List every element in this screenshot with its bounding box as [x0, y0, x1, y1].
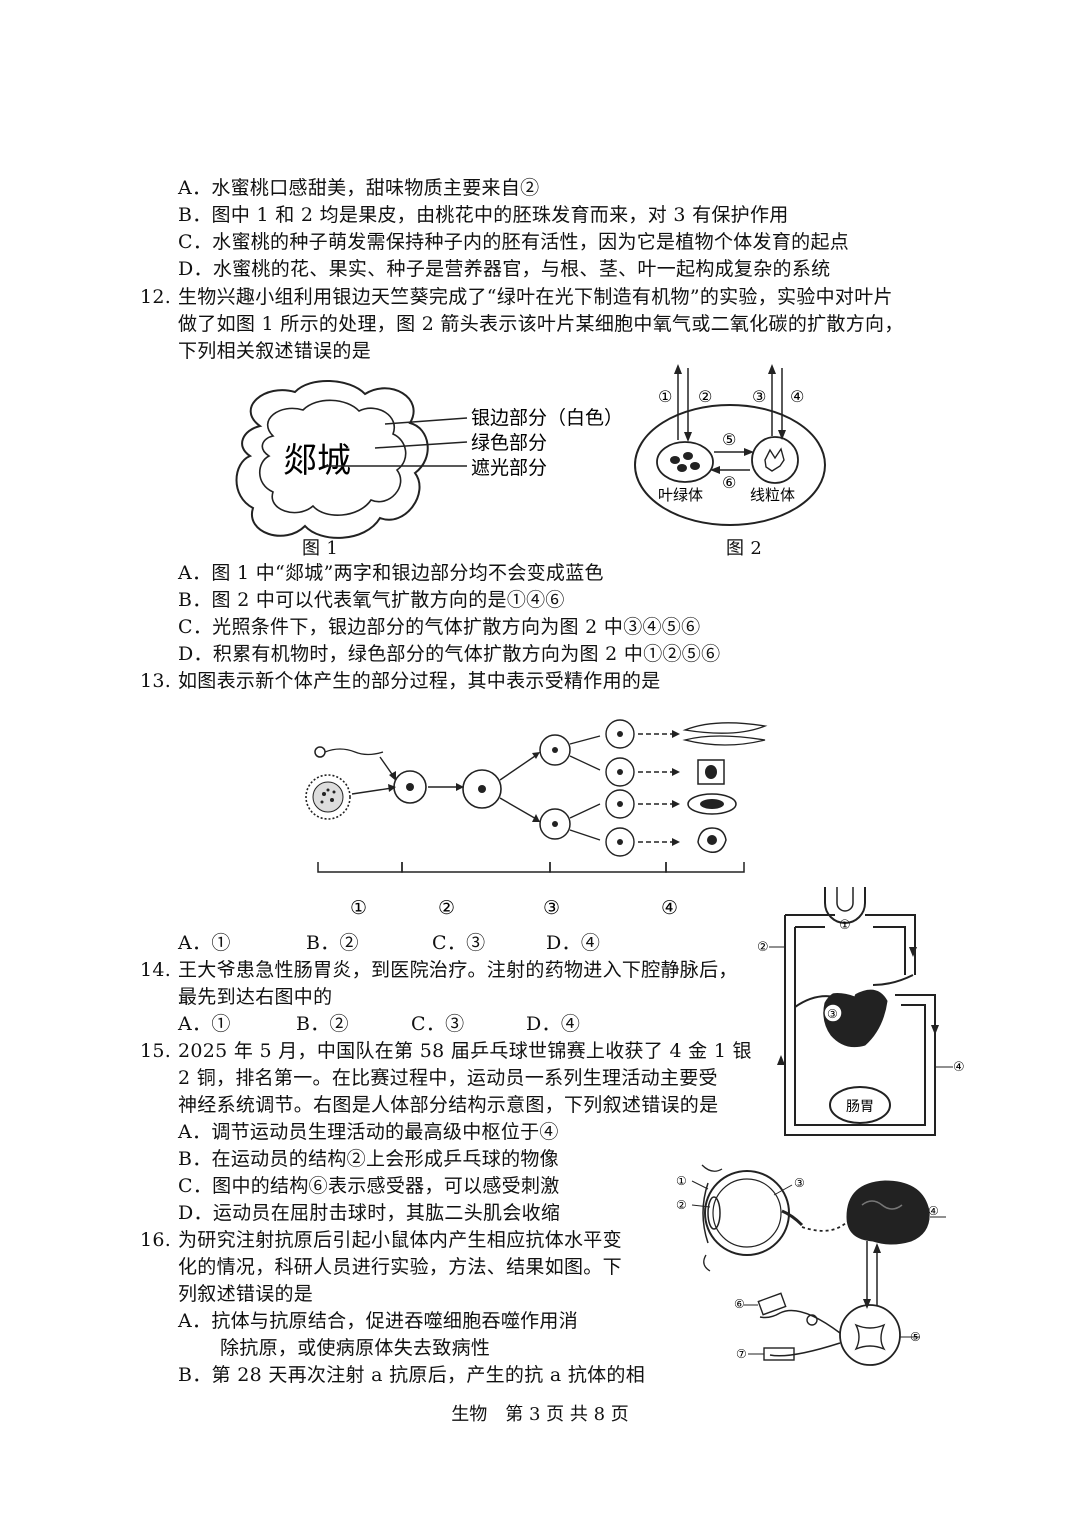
q16-stem-line2: 化的情况，科研人员进行实验，方法、结果如图。下 [178, 1256, 622, 1278]
page-footer: 生物 第 3 页 共 8 页 [451, 1404, 629, 1425]
leaf-inner-outline [258, 399, 407, 516]
q16-option-a-line1: A．抗体与抗原结合，促进吞噬细胞吞噬作用消 [178, 1310, 579, 1332]
lung-capillary [824, 887, 866, 924]
chloroplast-label: 叶绿体 [658, 486, 703, 504]
q16-number: 16. [140, 1229, 172, 1251]
marker-3: ③ [827, 1007, 838, 1021]
marker-1: ① [658, 387, 672, 406]
brain [846, 1180, 930, 1245]
q11-option-d: D．水蜜桃的花、果实、种子是营养器官，与根、茎、叶一起构成复杂的系统 [178, 258, 831, 280]
marker-2: ② [698, 387, 712, 406]
q15-number: 15. [140, 1040, 172, 1062]
pointer-line-green [374, 441, 468, 449]
q15-stem-line1: 2025 年 5 月，中国队在第 58 届乒乓球世锦赛上收获了 4 金 1 银 [178, 1040, 752, 1062]
q12-stem-line3: 下列相关叙述错误的是 [178, 340, 372, 362]
q15-stem-line3: 神经系统调节。右图是人体部分结构示意图，下列叙述错误的是 [178, 1094, 719, 1116]
eyeball [704, 1170, 790, 1256]
pointer-line-silver [384, 417, 468, 425]
process-label-3: ③ [543, 897, 560, 919]
q12-option-d: D．积累有机物时，绿色部分的气体扩散方向为图 2 中①②⑤⑥ [178, 643, 721, 665]
q14-option-d: D．④ [526, 1013, 581, 1035]
marker-6: ⑥ [722, 473, 736, 492]
figure1-caption: 图 1 [302, 538, 339, 559]
label-green-part: 绿色部分 [471, 432, 547, 454]
q11-option-a: A．水蜜桃口感甜美，甜味物质主要来自② [178, 177, 540, 199]
marker-4: ④ [928, 1204, 939, 1218]
effector-muscle [763, 1347, 795, 1361]
marker-3: ③ [752, 387, 766, 406]
circulation-diagram: ① ② ③ ④ 肠胃 [757, 887, 965, 1136]
marker-1: ① [839, 918, 851, 933]
marker-3: ③ [794, 1176, 805, 1190]
chloroplast [656, 441, 714, 483]
q11-option-c: C．水蜜桃的种子萌发需保持种子内的胚有活性，因为它是植物个体发育的起点 [178, 231, 850, 253]
q12-number: 12. [140, 286, 172, 308]
stomach-intestine-organ [829, 1086, 891, 1124]
label-shaded-part: 遮光部分 [471, 457, 547, 479]
spinal-cord [839, 1304, 901, 1366]
zygote [393, 770, 427, 804]
marker-2: ② [676, 1198, 687, 1212]
connective-tissue [687, 793, 737, 815]
q12-stem-line1: 生物兴趣小组利用银边天竺葵完成了“绿叶在光下制造有机物”的实验，实验中对叶片 [178, 286, 893, 308]
figure1-leaf-diagram: 郯城 银边部分（白色） 绿色部分 遮光部分 [235, 380, 623, 539]
q15-option-a: A．调节运动员生理活动的最高级中枢位于④ [178, 1121, 559, 1143]
cell-development-diagram: ① ② ③ ④ [305, 719, 768, 919]
q13-option-c: C．③ [432, 932, 486, 954]
process-label-4: ④ [661, 897, 678, 919]
q13-stem: 如图表示新个体产生的部分过程，其中表示受精作用的是 [178, 670, 661, 692]
q13-option-d: D．④ [546, 932, 601, 954]
q13-number: 13. [140, 670, 172, 692]
q12-option-a: A．图 1 中“郯城”两字和银边部分均不会变成蓝色 [178, 562, 604, 584]
process-label-1: ① [350, 897, 367, 919]
q16-option-a-line2: 除抗原，或使病原体失去致病性 [220, 1337, 491, 1359]
epithelial-tissue [697, 759, 725, 785]
leaf-outer-outline [235, 380, 429, 539]
q16-stem-line1: 为研究注射抗原后引起小鼠体内产生相应抗体水平变 [178, 1229, 622, 1251]
q16-stem-line3: 列叙述错误的是 [178, 1283, 314, 1305]
cell-membrane [634, 404, 826, 526]
q15-stem-line2: 2 铜，排名第一。在比赛过程中，运动员一系列生理活动主要受 [178, 1067, 718, 1089]
mitochondria-label: 线粒体 [750, 486, 795, 504]
q15-option-c: C．图中的结构⑥表示感受器，可以感受刺激 [178, 1175, 560, 1197]
marker-4: ④ [953, 1060, 965, 1075]
q16-option-b-line1: B．第 28 天再次注射 a 抗原后，产生的抗 a 抗体的相 [178, 1364, 646, 1386]
q15-option-d: D．运动员在屈肘击球时，其肱二头肌会收缩 [178, 1202, 561, 1224]
q14-option-a: A．① [178, 1013, 231, 1035]
q12-option-b: B．图 2 中可以代表氧气扩散方向的是①④⑥ [178, 589, 565, 611]
process-label-2: ② [438, 897, 455, 919]
q14-number: 14. [140, 959, 172, 981]
nerve-tissue [697, 827, 727, 853]
q13-option-b: B．② [306, 932, 359, 954]
q12-stem-line2: 做了如图 1 所示的处理，图 2 箭头表示该叶片某细胞中氧气或二氧化碳的扩散方向… [178, 313, 904, 335]
marker-6: ⑥ [734, 1297, 745, 1311]
q14-stem-line2: 最先到达右图中的 [178, 986, 333, 1008]
marker-5: ⑤ [910, 1330, 921, 1344]
label-silver-edge: 银边部分（白色） [471, 407, 623, 429]
marker-7: ⑦ [736, 1347, 747, 1361]
q14-stem-line1: 王大爷患急性肠胃炎，到医院治疗。注射的药物进入下腔静脉后， [178, 959, 738, 981]
q12-option-c: C．光照条件下，银边部分的气体扩散方向为图 2 中③④⑤⑥ [178, 616, 701, 638]
sperm [314, 746, 326, 758]
q14-option-c: C．③ [411, 1013, 465, 1035]
marker-5: ⑤ [722, 430, 736, 449]
q11-option-b: B．图中 1 和 2 均是果皮，由桃花中的胚珠发育而来，对 3 有保护作用 [178, 204, 789, 226]
figure2-caption: 图 2 [726, 538, 763, 559]
egg-cell [305, 774, 351, 820]
marker-1: ① [676, 1174, 687, 1188]
receptor-skin [757, 1292, 787, 1316]
nervous-system-diagram: ① ② ③ ④ ⑤ ⑥ ⑦ [676, 1164, 946, 1366]
leaf-cover-text: 郯城 [283, 441, 351, 481]
mitochondrion [751, 436, 799, 484]
figure2-cell-diagram: ① ② ③ ④ ⑤ ⑥ 叶绿体 线粒体 [634, 364, 826, 526]
marker-2: ② [757, 940, 769, 955]
q15-option-b: B．在运动员的结构②上会形成乒乓球的物像 [178, 1148, 559, 1170]
marker-4: ④ [790, 387, 804, 406]
muscle-tissue [682, 722, 768, 746]
organ-label: 肠胃 [846, 1099, 874, 1115]
q14-option-b: B．② [296, 1013, 349, 1035]
dividing-cell [462, 769, 502, 809]
q13-option-a: A．① [178, 932, 231, 954]
